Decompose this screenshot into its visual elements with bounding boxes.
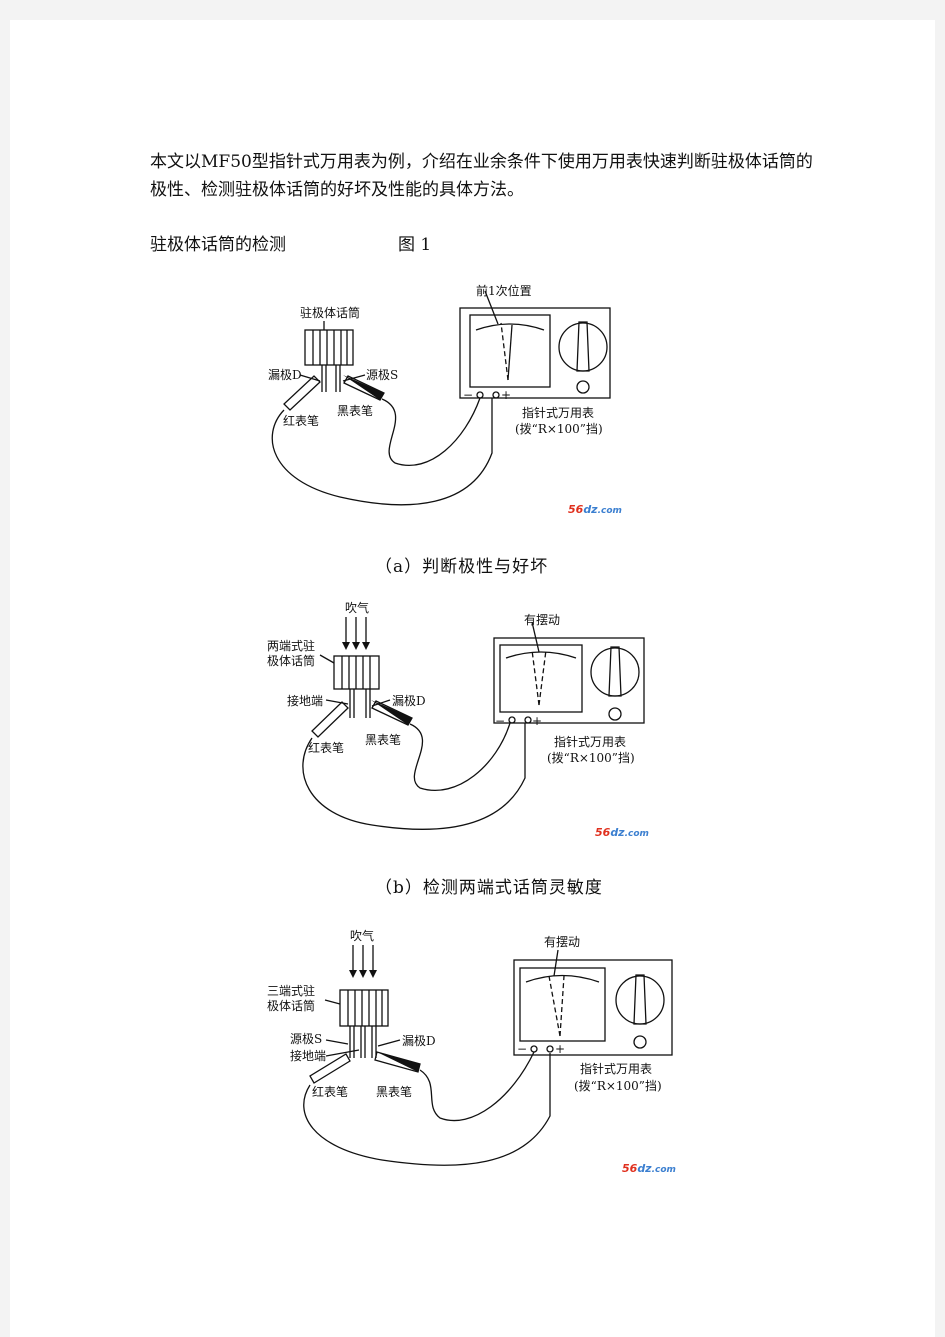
fig-c-mic-label-2: 极体话筒 [267,998,315,1013]
fig-c-red-probe: 红表笔 [312,1084,348,1099]
figure-a-caption: （a）判断极性与好坏 [375,557,549,577]
fig-b-pin-right: 漏极D [392,694,426,708]
svg-text:56dz.com: 56dz.com [595,826,649,839]
figure-c-diagram: 吹气 三端式驻 极体话筒 源极S 接地端 漏极D 红表笔 黑表笔 有摆动 − +… [267,928,676,1175]
fig-c-black-probe: 黑表笔 [376,1084,412,1099]
fig-c-meter-label: 指针式万用表 [580,1061,652,1076]
fig-b-minus: − [495,714,505,728]
fig-a-red-probe: 红表笔 [283,413,319,428]
fig-b-pin-left: 接地端 [287,693,323,708]
fig-a-meter-range: (拨“R×100”挡) [515,422,603,436]
fig-c-mic-label-1: 三端式驻 [267,983,315,998]
fig-a-mic-label: 驻极体话筒 [300,305,360,320]
fig-a-needle-note: 前1次位置 [476,283,532,298]
fig-b-black-probe: 黑表笔 [365,732,401,747]
fig-c-blow: 吹气 [350,928,374,943]
fig-c-plus: + [555,1042,565,1056]
figure-label: 图 1 [398,235,432,255]
figure-a-diagram: 驻极体话筒 漏极D 源极S 红表笔 黑表笔 前1次位置 − + 指针式万用表 (… [268,283,622,516]
fig-b-plus: + [532,714,542,728]
figure-b-caption: （b）检测两端式话筒灵敏度 [375,878,603,898]
fig-a-meter-label: 指针式万用表 [522,405,594,420]
fig-a-plus: + [501,388,511,402]
fig-c-pin-source: 源极S [290,1032,322,1046]
figure-b-diagram: 吹气 两端式驻 极体话筒 接地端 漏极D 红表笔 黑表笔 有摆动 − + 指针式… [267,600,649,839]
intro-paragraph: 本文以MF50型指针式万用表为例，介绍在业余条件下使用万用表快速判断驻极体话筒的… [150,152,813,200]
fig-c-needle-note: 有摆动 [544,935,580,949]
fig-c-pin-ground: 接地端 [290,1048,326,1063]
fig-c-meter-range: (拨“R×100”挡) [574,1079,662,1093]
fig-b-meter-range: (拨“R×100”挡) [547,751,635,765]
fig-b-meter-label: 指针式万用表 [554,734,626,749]
fig-a-black-probe: 黑表笔 [337,403,373,418]
watermark-num: 56 [568,503,584,516]
fig-a-pin-right: 源极S [366,368,398,382]
section-heading: 驻极体话筒的检测 [150,235,286,255]
fig-a-pin-left: 漏极D [268,368,302,382]
fig-c-minus: − [517,1042,527,1056]
fig-b-blow: 吹气 [345,600,369,615]
svg-text:56dz.com: 56dz.com [568,503,622,516]
svg-text:56dz.com: 56dz.com [622,1162,676,1175]
fig-b-needle-note: 有摆动 [524,613,560,627]
fig-a-minus: − [463,388,473,402]
fig-b-mic-label-1: 两端式驻 [267,638,315,653]
fig-b-mic-label-2: 极体话筒 [267,653,315,668]
fig-b-red-probe: 红表笔 [308,740,344,755]
fig-c-pin-drain: 漏极D [402,1034,436,1048]
